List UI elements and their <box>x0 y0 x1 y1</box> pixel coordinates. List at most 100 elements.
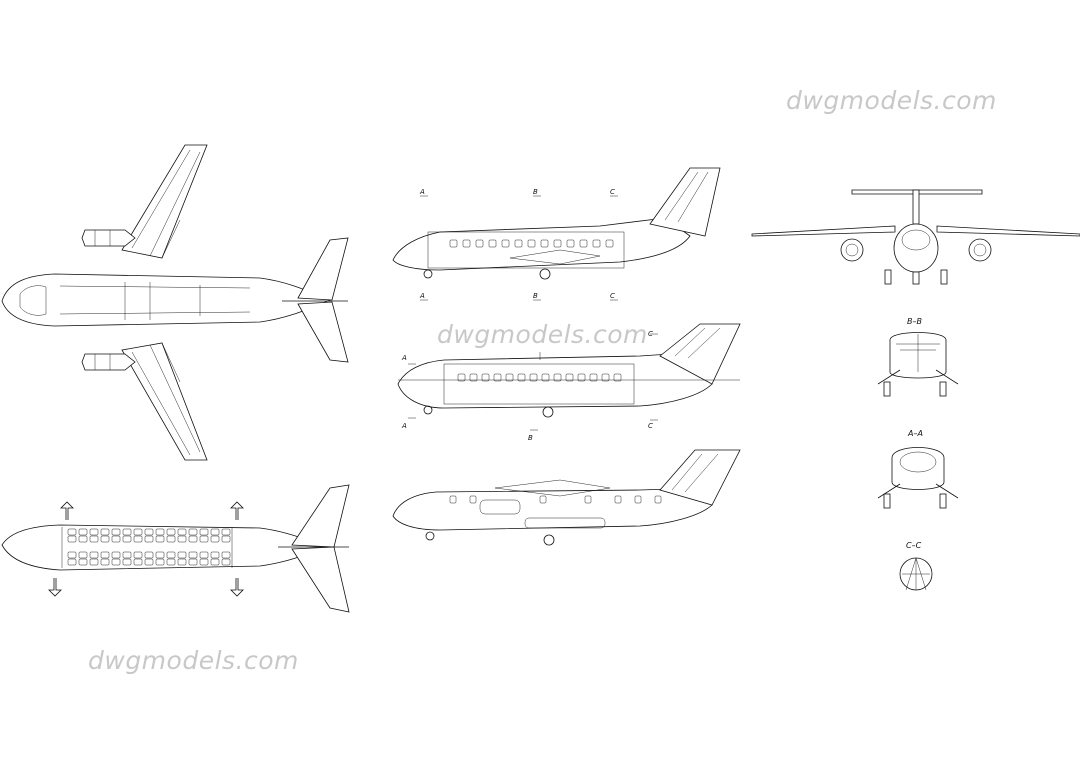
seat <box>111 551 121 559</box>
window <box>613 373 622 382</box>
side-cutaway-view-1: A B C A B C <box>392 167 721 301</box>
seat <box>67 535 77 543</box>
section-title-bb: B–B <box>907 317 922 326</box>
seat <box>177 535 187 543</box>
window <box>449 495 457 504</box>
seat <box>221 558 231 566</box>
window <box>654 495 662 504</box>
seat <box>166 551 176 559</box>
seat <box>155 528 165 536</box>
window <box>601 373 610 382</box>
seat <box>89 558 99 566</box>
section-mark-a-top-2: A <box>401 354 407 362</box>
window <box>592 239 601 248</box>
seat <box>166 535 176 543</box>
window <box>553 373 562 382</box>
exterior-windows <box>449 495 662 504</box>
seat <box>210 528 220 536</box>
window <box>469 373 478 382</box>
seat <box>100 528 110 536</box>
window <box>614 495 622 504</box>
window <box>449 239 458 248</box>
seat <box>166 528 176 536</box>
seat <box>221 535 231 543</box>
seat <box>199 535 209 543</box>
seat <box>144 551 154 559</box>
window <box>469 495 477 504</box>
window <box>475 239 484 248</box>
seat <box>78 535 88 543</box>
window <box>514 239 523 248</box>
window <box>605 239 614 248</box>
seat <box>78 551 88 559</box>
side-exterior-view <box>392 449 741 546</box>
seat <box>133 535 143 543</box>
seat-grid <box>67 528 231 566</box>
section-bb-view: B–B <box>877 317 959 397</box>
cutaway-2-windows <box>457 373 622 382</box>
seat <box>100 551 110 559</box>
seat <box>122 535 132 543</box>
seat <box>144 528 154 536</box>
seat <box>111 535 121 543</box>
window <box>529 373 538 382</box>
window <box>584 495 592 504</box>
cutaway-1-windows <box>449 239 614 248</box>
seat <box>155 551 165 559</box>
watermark-bottom-left: dwgmodels.com <box>88 646 299 675</box>
front-view <box>751 189 1080 285</box>
window <box>493 373 502 382</box>
window <box>505 373 514 382</box>
window <box>565 373 574 382</box>
seat <box>67 528 77 536</box>
seat <box>210 535 220 543</box>
seat <box>111 528 121 536</box>
seat <box>155 535 165 543</box>
seat <box>188 558 198 566</box>
section-mark-b-bottom-2: B <box>528 434 533 442</box>
seat <box>221 551 231 559</box>
window <box>457 373 466 382</box>
window <box>488 239 497 248</box>
window <box>579 239 588 248</box>
window <box>540 239 549 248</box>
seat <box>89 551 99 559</box>
cabin-plan-view <box>1 484 350 613</box>
window <box>589 373 598 382</box>
window <box>501 239 510 248</box>
seat <box>188 551 198 559</box>
window <box>553 239 562 248</box>
section-mark-c-top-2: C <box>648 330 653 338</box>
seat <box>199 551 209 559</box>
seat <box>89 535 99 543</box>
seat <box>166 558 176 566</box>
watermark-top-right: dwgmodels.com <box>786 86 997 115</box>
watermark-center: dwgmodels.com <box>437 320 648 349</box>
window <box>481 373 490 382</box>
section-mark-c-bottom-1: C <box>610 292 615 300</box>
seat <box>122 551 132 559</box>
seat <box>133 528 143 536</box>
seat <box>144 558 154 566</box>
section-mark-c-top-1: C <box>610 188 615 196</box>
seat <box>188 528 198 536</box>
seat <box>122 528 132 536</box>
seat <box>122 558 132 566</box>
seat <box>155 558 165 566</box>
window <box>539 495 547 504</box>
seat <box>67 551 77 559</box>
seat <box>199 558 209 566</box>
window <box>566 239 575 248</box>
seat <box>210 551 220 559</box>
seat <box>144 535 154 543</box>
seat <box>177 558 187 566</box>
seat <box>78 558 88 566</box>
section-title-aa: A–A <box>907 429 923 438</box>
window <box>541 373 550 382</box>
window <box>634 495 642 504</box>
window <box>527 239 536 248</box>
seat <box>133 558 143 566</box>
seat <box>199 528 209 536</box>
